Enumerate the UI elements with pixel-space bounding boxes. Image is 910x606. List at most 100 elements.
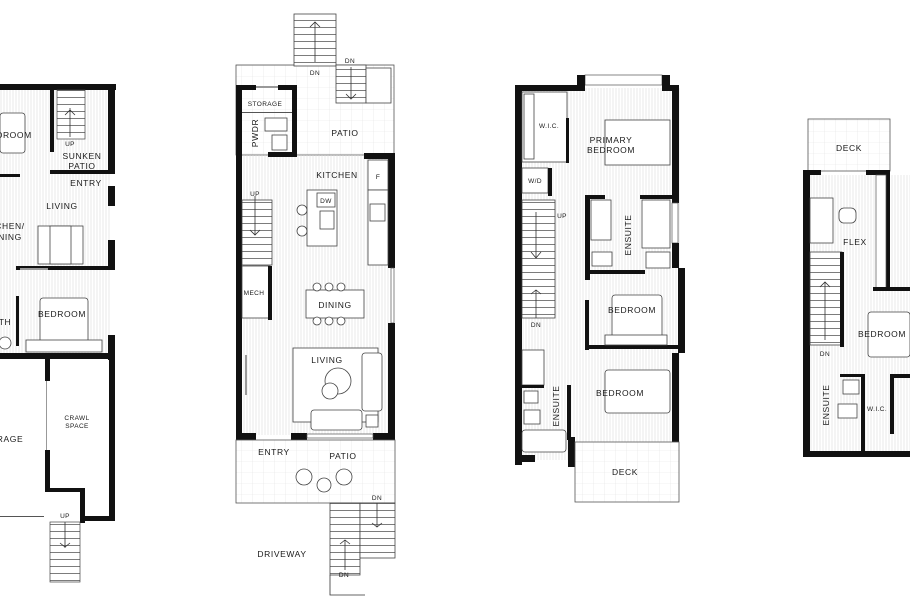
wall [577,75,585,91]
stair-label: UP [557,213,567,220]
wall [388,153,395,268]
driveway-edge [329,575,365,596]
closet [875,174,887,289]
sunken-patio-stair [56,89,86,140]
room-label: PATIO [331,128,358,138]
room-label: W.I.C. [539,123,559,130]
upper-stair [521,199,556,319]
wall [873,287,910,291]
patio-table [316,477,332,493]
stair-arrow-icon [530,212,542,318]
table-top [49,225,72,265]
bed-nightstands [25,339,103,353]
fireplace [365,414,379,428]
stair-label: DN [345,58,355,65]
room-label: BEDROOM [587,145,635,155]
wall [45,488,85,492]
wall [109,359,115,521]
bed [867,311,910,358]
stair-label: DN [372,495,382,502]
room-label: ENSUITE [551,385,561,426]
wall [16,296,19,346]
wall [585,345,680,349]
stair-arrow-icon [309,21,321,62]
stair-arrow-icon [819,281,831,340]
wall [236,85,256,90]
washer-dryer [521,167,549,194]
dishwasher-label: DW [320,198,332,205]
window [390,267,395,324]
stair-label: DN [310,70,320,77]
wall [0,353,115,359]
vanity [590,199,612,241]
planter [365,67,392,104]
stair-label: UP [250,191,260,198]
door [20,268,48,270]
wall [50,170,108,174]
wall [585,195,590,280]
wall [268,152,297,157]
nightstands [604,334,668,346]
wall [108,84,115,174]
wall [672,353,679,465]
wall [522,385,544,388]
front-stair [359,502,396,559]
room-label: SUNKEN [62,151,101,161]
window [256,86,278,88]
toilet [837,403,858,419]
wall [672,85,679,203]
dining-table [305,289,365,319]
wall [515,85,577,91]
wall [0,84,116,90]
room-label: KITCHEN [316,170,358,180]
wall [840,252,844,347]
wall [803,170,810,457]
closet [521,349,545,386]
room-label: DECK [836,143,862,153]
patio-chair [295,468,313,486]
kitchen-sink [319,210,335,230]
crawl-door [46,381,47,450]
wall [662,75,670,91]
closet-door [245,355,247,395]
room-label: PATIO [68,161,95,171]
bed [39,297,89,347]
top-stair [809,251,843,346]
room-label: W/D [528,178,542,185]
room-label: DECK [612,467,638,477]
room-label: STORAGE [248,101,283,108]
wall [108,335,115,360]
sink [523,390,539,404]
wall [515,85,522,465]
sofa [310,409,363,431]
wall [662,85,678,91]
room-label: TH [0,317,11,327]
stair-label: DN [531,322,541,329]
stool [296,225,308,237]
room-label: W.I.C. [867,406,887,413]
mech-room [241,265,271,319]
patio-chair [335,468,353,486]
sink [842,379,860,395]
dishwasher [316,192,336,208]
wall [278,85,297,90]
stair-arrow-icon [249,196,261,236]
wall [672,243,679,268]
plan-lower-level: DROOM UP SUNKEN PATIO ENTRY LIVING CHEN/… [0,84,116,583]
room-label: PWDR [250,119,260,147]
wall [16,266,108,270]
toilet [264,117,288,132]
desk [809,197,834,244]
wall [585,300,589,350]
primary-bed [604,119,671,166]
bay-window [584,74,663,86]
wall [45,359,50,381]
room-label: LIVING [46,201,77,211]
bed [604,369,671,414]
dining-chairs [312,282,346,326]
side-table [321,382,339,400]
deck [574,441,680,503]
wall [80,488,85,523]
room-label: SPACE [65,423,89,430]
